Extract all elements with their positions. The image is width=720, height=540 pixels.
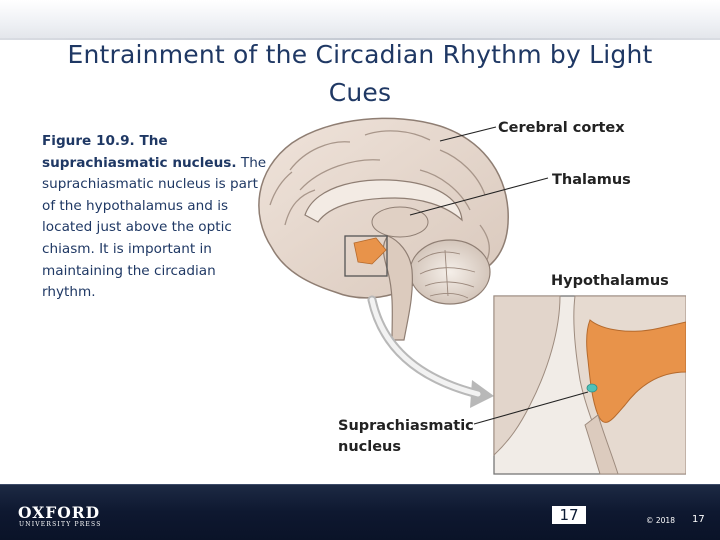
cerebellum [410, 240, 490, 304]
zoom-arrow [372, 300, 478, 394]
logo-wordmark: OXFORD [18, 503, 100, 522]
label-scn-line2: nucleus [338, 439, 401, 455]
figure-caption-label: Figure 10.9. The suprachiasmatic nucleus… [42, 133, 237, 171]
logo-subtitle: UNIVERSITY PRESS [19, 521, 102, 528]
scn-dot [587, 384, 597, 392]
brain-figure: Cerebral cortex Thalamus Hypothalamus Su… [246, 112, 686, 484]
label-cerebral-cortex: Cerebral cortex [498, 120, 625, 136]
thalamus-region [372, 207, 428, 237]
copyright-text: © 2018 [646, 516, 675, 525]
oxford-logo: OXFORD UNIVERSITY PRESS [18, 503, 118, 531]
figure-caption: Figure 10.9. The suprachiasmatic nucleus… [42, 131, 272, 304]
label-hypothalamus: Hypothalamus [551, 273, 669, 289]
label-thalamus: Thalamus [552, 172, 631, 188]
header-band [0, 0, 720, 40]
slide-number-center: 17 [552, 506, 586, 524]
slide-title: Entrainment of the Circadian Rhythm by L… [40, 36, 680, 112]
figure-caption-text: The suprachiasmatic nucleus is part of t… [42, 155, 266, 301]
label-scn-line1: Suprachiasmatic [338, 418, 474, 434]
slide-number: 17 [692, 514, 705, 525]
